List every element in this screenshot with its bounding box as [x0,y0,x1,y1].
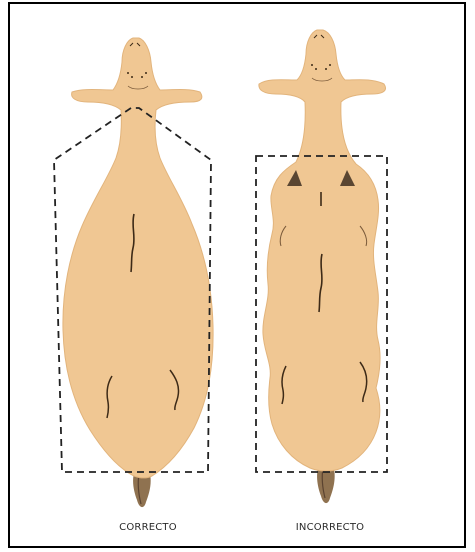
correct-panel [54,38,213,507]
incorrect-caption: INCORRECTO [296,522,364,533]
correct-caption: CORRECTO [119,522,177,533]
incorrect-animal-silhouette [259,30,386,471]
incorrect-panel [256,30,387,503]
correct-animal-silhouette [63,38,213,478]
